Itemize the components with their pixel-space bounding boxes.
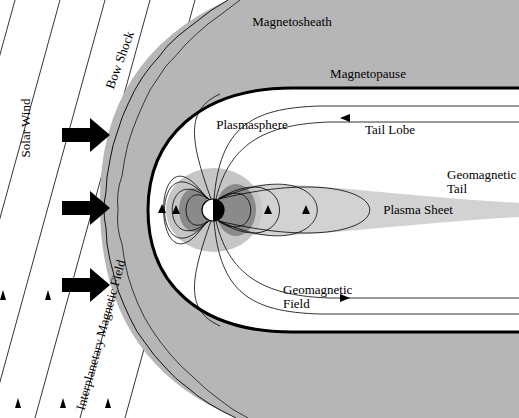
cusp-line (194, 221, 220, 326)
region-label: Plasma Sheet (383, 203, 453, 217)
cusp-line (194, 94, 220, 199)
imf-arrowhead (60, 398, 66, 408)
solar-wind-arrow (62, 191, 110, 225)
field-line (218, 187, 280, 233)
boundary-label: Magnetopause (330, 67, 406, 81)
earth-day-side (202, 199, 224, 221)
region-label: Magnetosheath (252, 15, 331, 29)
region-label: Tail Lobe (365, 123, 415, 137)
field-arrowhead (340, 114, 350, 122)
magnetosheath-region (100, 0, 519, 418)
field-arrowhead (302, 205, 310, 214)
region-label: Geomagnetic Tail (447, 168, 519, 196)
solar-wind-arrow (62, 118, 110, 152)
plasmasphere-region (166, 168, 262, 252)
plasma-sheet-region (240, 185, 519, 236)
field-line (219, 184, 317, 236)
imf-arrowhead (0, 290, 6, 300)
imf-arrowhead (15, 398, 21, 408)
tail-lobe-line (216, 221, 519, 298)
field-label: Geomagnetic Field (283, 283, 363, 311)
flow-label: Solar Wind (19, 99, 33, 158)
field-arrowhead (158, 204, 166, 213)
field-arrowhead (264, 205, 272, 214)
solar-wind-arrow (62, 268, 110, 302)
region-label: Plasmasphere (216, 118, 287, 132)
imf-arrowhead (45, 290, 51, 300)
magnetopause-boundary (148, 88, 519, 332)
tail-lobe-line (216, 122, 519, 199)
field-line (163, 176, 207, 244)
tail-lobe-line (214, 106, 519, 199)
field-arrowheads (158, 114, 350, 302)
geomagnetic-field-lines (163, 94, 519, 326)
tail-lobe-line (214, 221, 519, 314)
solar-wind-arrows (62, 118, 110, 302)
earth-night-side (213, 199, 224, 221)
imf-arrowhead (105, 398, 111, 408)
imf-line (0, 0, 60, 418)
field-line (219, 187, 370, 233)
field-arrowhead (172, 205, 180, 214)
